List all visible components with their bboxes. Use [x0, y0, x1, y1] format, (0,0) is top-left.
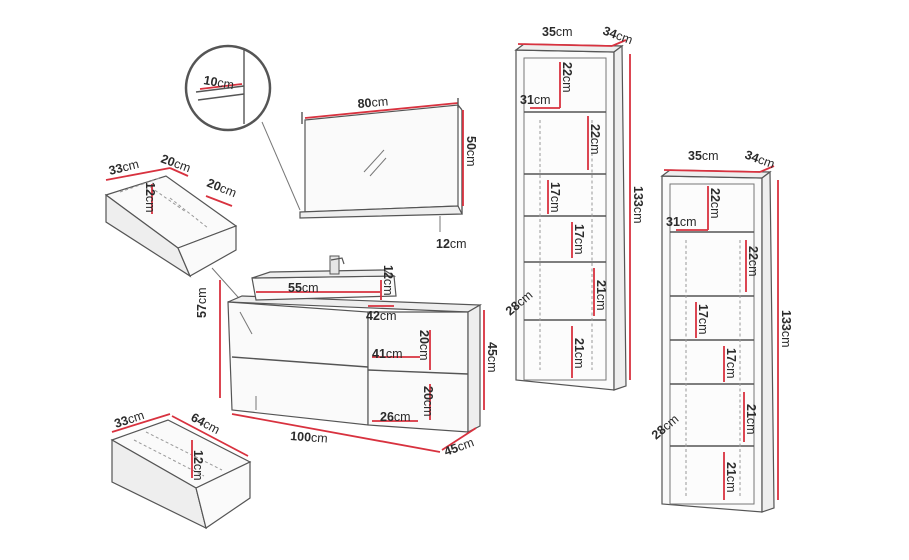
- mirror-shelf-label: 12cm: [436, 237, 467, 251]
- tall-cabinet-1: 35cm 34cm 133cm 31cm 28cm 22cm 22cm 17cm…: [503, 24, 645, 391]
- vanity-top-depth-label: 42cm: [366, 309, 397, 323]
- mirror: 80cm 50cm 12cm: [299, 94, 478, 251]
- cabinet2-gap-4-label: 17cm: [724, 348, 738, 379]
- cabinet2-height-label: 133cm: [779, 310, 793, 348]
- drawer-height-label: 12cm: [191, 450, 205, 481]
- cabinet1-height-label: 133cm: [631, 186, 645, 224]
- cabinet2-inner-depth-label: 31cm: [666, 215, 697, 229]
- cabinet1-gap-4-label: 17cm: [572, 224, 586, 255]
- magnifier-detail: 10cm: [184, 44, 301, 211]
- organizer-depth-label: 33cm: [107, 157, 140, 178]
- drawer-width-label: 64cm: [189, 410, 223, 437]
- cabinet1-gap-6-label: 21cm: [572, 338, 586, 369]
- cabinet1-gap-3-label: 17cm: [548, 182, 562, 213]
- vanity-depth-label: 45cm: [442, 435, 476, 459]
- cabinet1-inner-depth-label: 31cm: [520, 93, 551, 107]
- organizer-width-a-label: 20cm: [159, 152, 193, 176]
- magnifier-depth-label: 10cm: [202, 73, 235, 92]
- organizer-height-label: 12cm: [143, 182, 157, 213]
- cabinet2-gap-3-label: 17cm: [696, 304, 710, 335]
- cabinet2-gap-5-label: 21cm: [744, 404, 758, 435]
- drawer-unit: 33cm 64cm 12cm: [110, 408, 252, 530]
- vanity-height-label: 57cm: [195, 287, 209, 318]
- basin-height-label: 12cm: [381, 265, 395, 296]
- vanity-shelf-width-label: 26cm: [380, 410, 411, 424]
- drawer-organizer: 33cm 20cm 20cm 12cm: [104, 152, 263, 325]
- cabinet2-gap-1-label: 22cm: [708, 188, 722, 219]
- mirror-width-label: 80cm: [357, 94, 389, 111]
- cabinet1-depth-label: 34cm: [601, 24, 635, 48]
- cabinet2-gap-2-label: 22cm: [746, 246, 760, 277]
- mirror-width-line: [304, 102, 459, 119]
- vanity-side-height-label: 45cm: [485, 342, 499, 373]
- vanity-compartment-lower-label: 20cm: [421, 386, 435, 417]
- cabinet1-width-label: 35cm: [542, 25, 573, 39]
- vanity-unit: 55cm 12cm 42cm 57cm 100cm 45cm 45cm 41cm…: [195, 255, 499, 459]
- vanity-compartment-upper-label: 20cm: [417, 330, 431, 361]
- vanity-shelf-depth-label: 41cm: [372, 347, 403, 361]
- organizer-width-b-label: 20cm: [205, 176, 239, 200]
- mirror-height-label: 50cm: [464, 136, 478, 167]
- cabinet1-gap-2-label: 22cm: [588, 124, 602, 155]
- vanity-width-label: 100cm: [290, 429, 328, 446]
- cabinet2-gap-6-label: 21cm: [724, 462, 738, 493]
- cabinet2-depth-label: 34cm: [743, 148, 777, 172]
- tall-cabinet-2: 35cm 34cm 133cm 31cm 28cm 22cm 22cm 17cm…: [649, 148, 793, 513]
- drawer-depth-label: 33cm: [113, 408, 146, 431]
- cabinet1-gap-5-label: 21cm: [594, 280, 608, 311]
- basin-width-label: 55cm: [288, 281, 319, 295]
- cabinet2-width-label: 35cm: [688, 149, 719, 163]
- cabinet1-gap-1-label: 22cm: [560, 62, 574, 93]
